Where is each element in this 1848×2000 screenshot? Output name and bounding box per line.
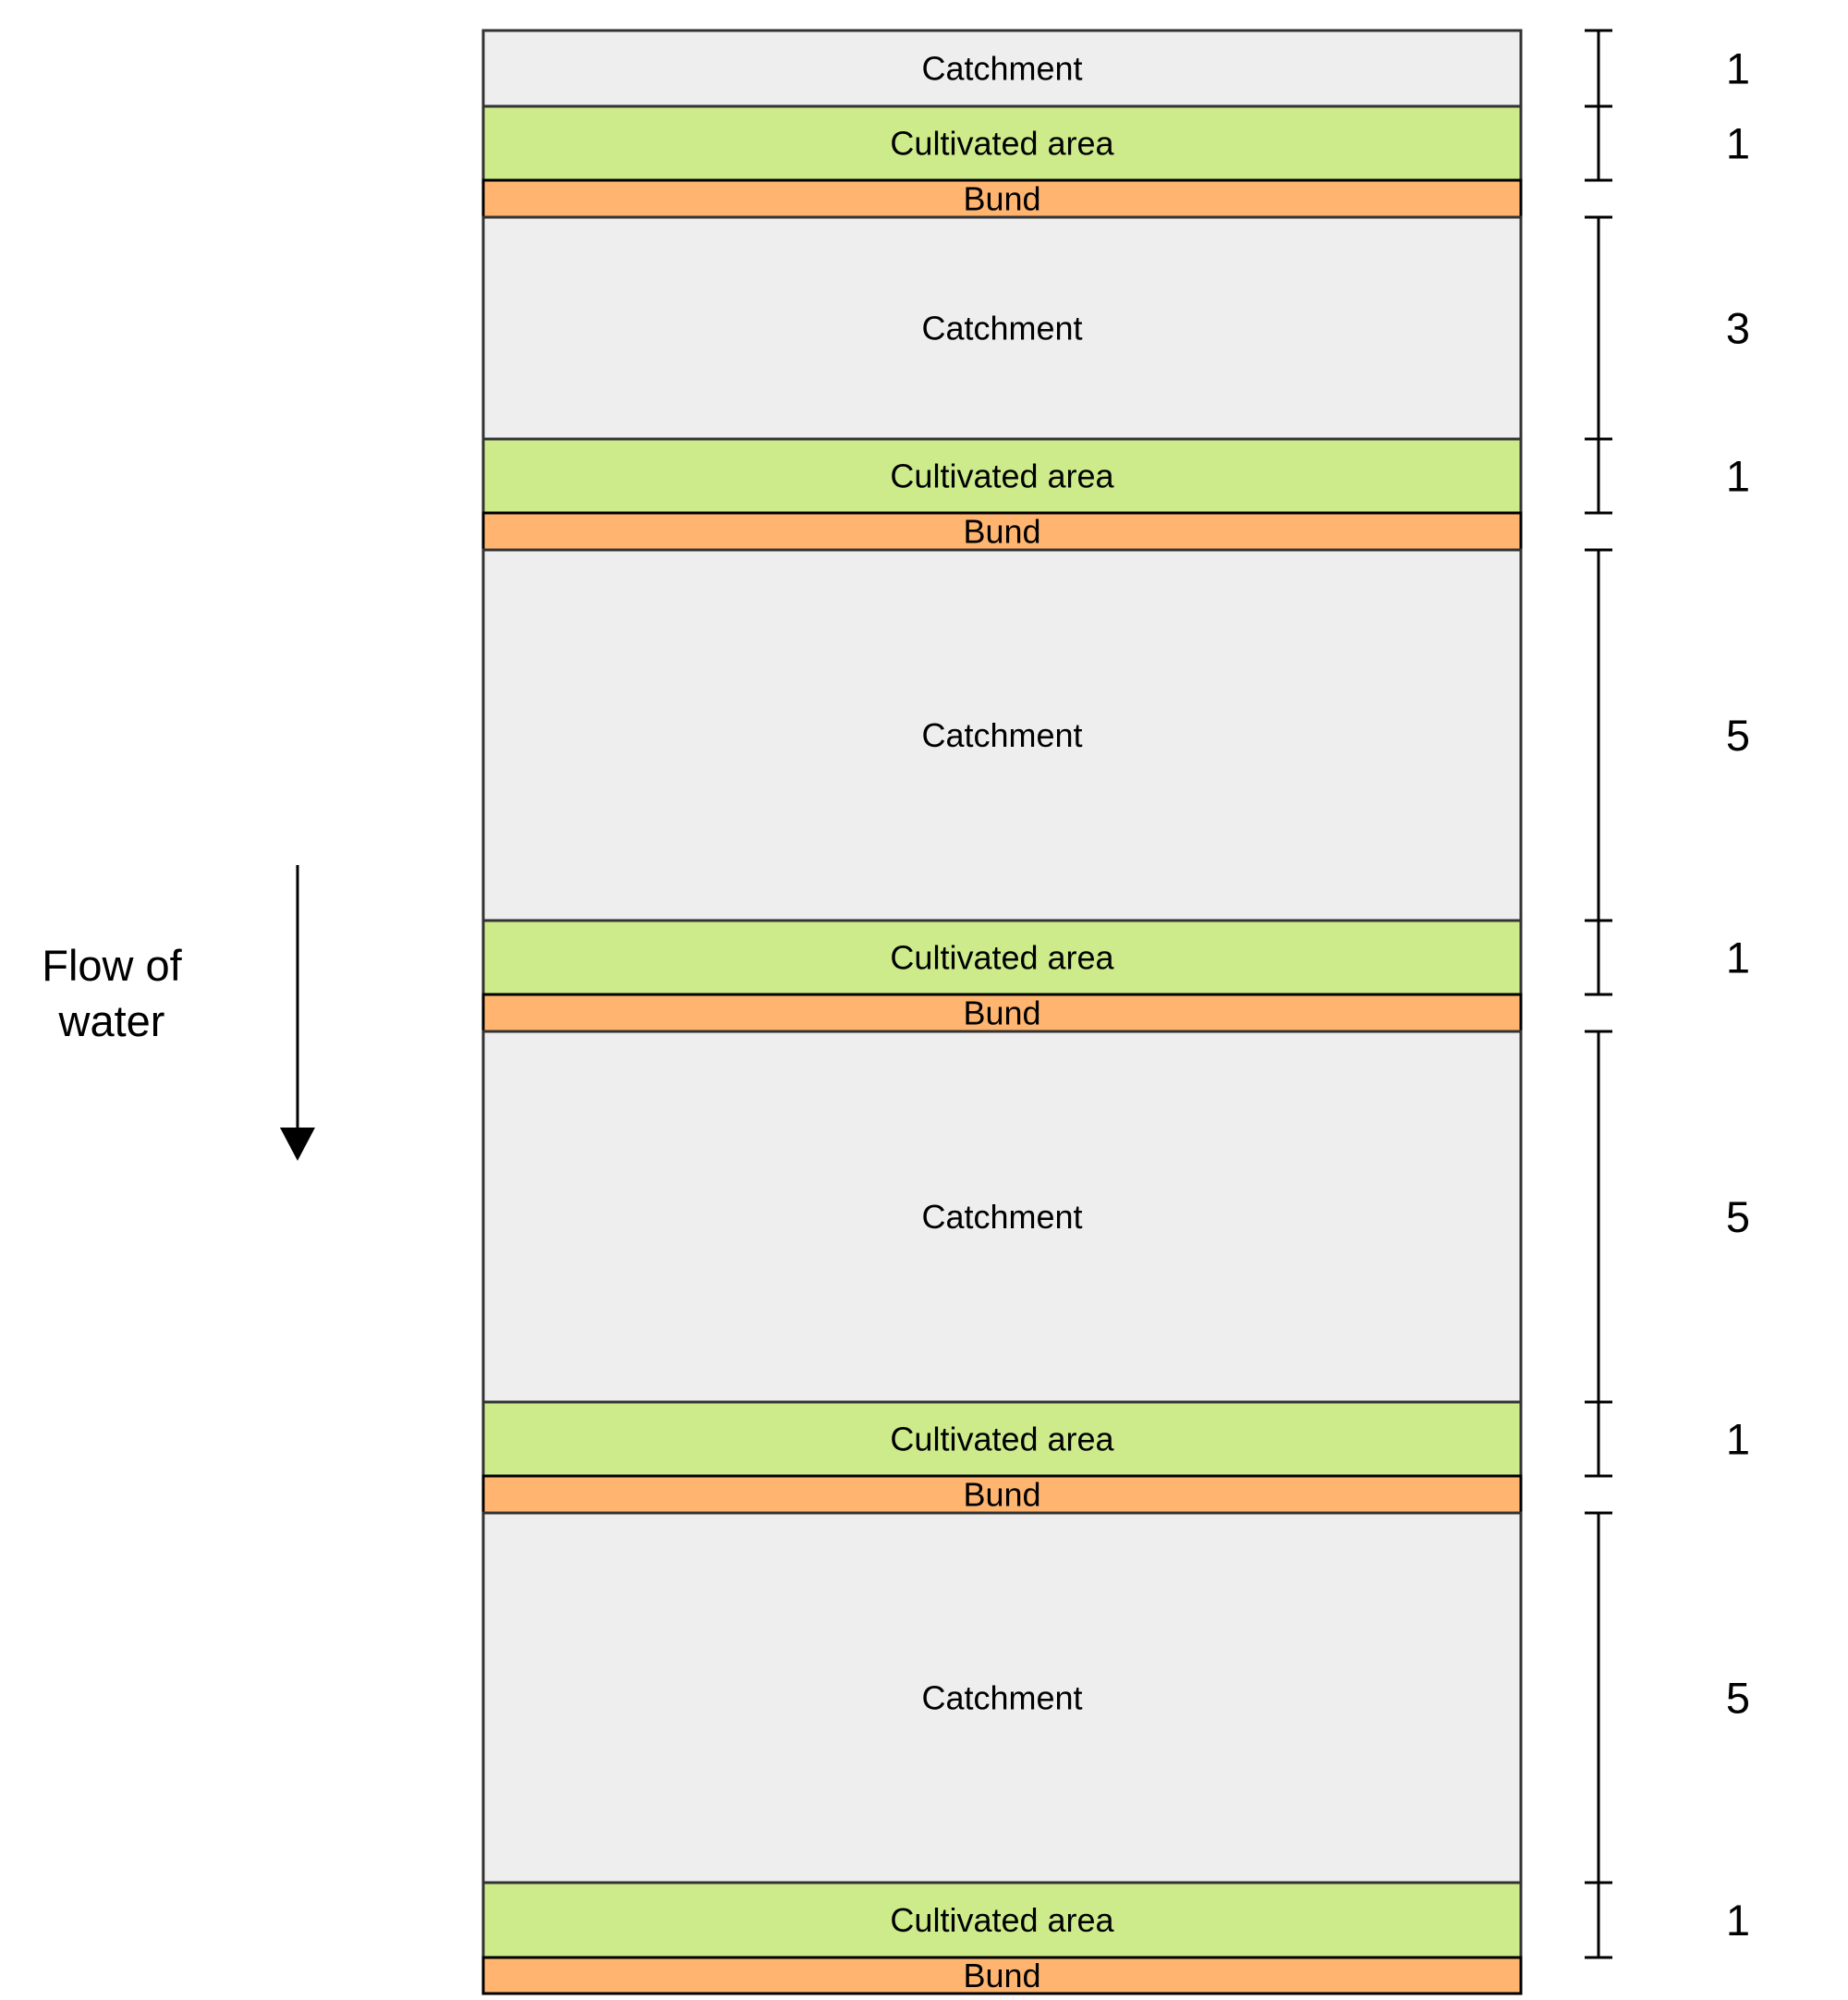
catchment-band-rect [481, 29, 1523, 108]
catchment-band: Catchment [481, 548, 1523, 922]
ratio-label: 3 [1726, 304, 1750, 353]
catchment-band: Catchment [481, 1511, 1523, 1884]
arrow-down-icon [280, 1128, 315, 1161]
catchment-band: Catchment [481, 29, 1523, 108]
catchment-band-label: Catchment [921, 1198, 1082, 1236]
cultivated-band-label: Cultivated area [890, 125, 1114, 163]
bund-band-rect [481, 511, 1523, 552]
ratio-label: 1 [1726, 119, 1750, 168]
cultivated-band: Cultivated area [481, 1881, 1523, 1959]
ratio-bracket: 1 [1585, 437, 1750, 515]
catchment-band: Catchment [481, 1030, 1523, 1404]
ratio-label: 1 [1726, 1415, 1750, 1464]
bund-band-label: Bund [963, 513, 1040, 551]
cultivated-band-rect [481, 1881, 1523, 1959]
cultivated-band: Cultivated area [481, 919, 1523, 996]
ratio-label: 5 [1726, 1674, 1750, 1723]
ratio-bracket: 5 [1585, 548, 1750, 922]
flow-label-line2: water [58, 996, 165, 1045]
cultivated-band: Cultivated area [481, 437, 1523, 515]
cultivated-band-rect [481, 1400, 1523, 1478]
cultivated-band-rect [481, 104, 1523, 182]
ratio-bracket: 1 [1585, 919, 1750, 996]
ratio-label: 5 [1726, 711, 1750, 760]
bund-band-label: Bund [963, 180, 1040, 218]
bund-band: Bund [481, 511, 1523, 552]
catchment-band-rect [481, 215, 1523, 441]
ratio-bracket: 5 [1585, 1511, 1750, 1884]
cultivated-band-label: Cultivated area [890, 1421, 1114, 1458]
bund-band: Bund [481, 178, 1523, 219]
catchment-band-rect [481, 548, 1523, 922]
catchment-band: Catchment [481, 215, 1523, 441]
bund-band: Bund [481, 1474, 1523, 1515]
ratio-bracket: 1 [1585, 104, 1750, 182]
ratio-bracket: 3 [1585, 215, 1750, 441]
bund-band: Bund [481, 993, 1523, 1033]
ratio-bracket: 1 [1585, 1881, 1750, 1959]
bund-band-label: Bund [963, 1957, 1040, 1994]
cultivated-band-rect [481, 919, 1523, 996]
bund-band-rect [481, 1956, 1523, 1995]
catchment-band-label: Catchment [921, 310, 1082, 348]
bund-band: Bund [481, 1956, 1523, 1995]
bund-band-label: Bund [963, 994, 1040, 1032]
ratio-label: 1 [1726, 452, 1750, 501]
ratio-label: 5 [1726, 1192, 1750, 1241]
cultivated-band: Cultivated area [481, 104, 1523, 182]
ratio-bracket: 1 [1585, 1400, 1750, 1478]
ratio-label: 1 [1726, 44, 1750, 93]
catchment-band-label: Catchment [921, 716, 1082, 754]
bund-band-rect [481, 1474, 1523, 1515]
catchment-band-label: Catchment [921, 1679, 1082, 1717]
flow-label-line1: Flow of [42, 941, 182, 990]
catchment-band-rect [481, 1511, 1523, 1884]
ratio-bracket: 5 [1585, 1030, 1750, 1404]
ratio-brackets: 1 1 3 1 5 1 5 1 5 1 [1585, 29, 1750, 1959]
cultivated-band: Cultivated area [481, 1400, 1523, 1478]
flow-indicator: Flow of water [42, 865, 315, 1161]
cultivated-band-label: Cultivated area [890, 939, 1114, 977]
catchment-band-label: Catchment [921, 50, 1082, 88]
cultivated-band-label: Cultivated area [890, 457, 1114, 495]
cultivated-band-label: Cultivated area [890, 1901, 1114, 1939]
bund-band-label: Bund [963, 1476, 1040, 1514]
ratio-label: 1 [1726, 1896, 1750, 1945]
ratio-bracket: 1 [1585, 29, 1750, 108]
ratio-label: 1 [1726, 933, 1750, 982]
catchment-band-rect [481, 1030, 1523, 1404]
